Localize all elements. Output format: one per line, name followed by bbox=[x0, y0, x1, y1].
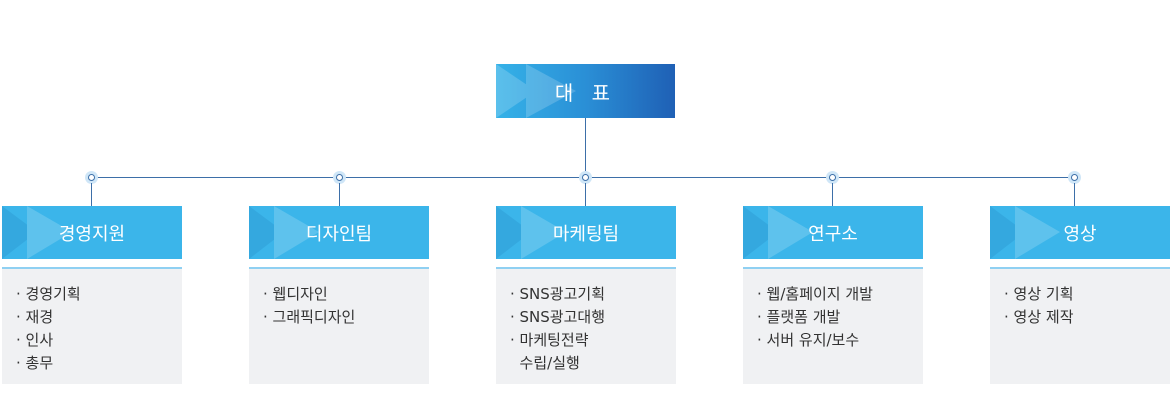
duty-item: · 마케팅전략 bbox=[510, 331, 589, 349]
duty-item: 수립/실행 bbox=[510, 354, 580, 372]
department-name: 디자인팀 bbox=[305, 223, 373, 245]
department-name: 마케팅팀 bbox=[552, 223, 620, 245]
department-name: 경영지원 bbox=[58, 223, 126, 245]
duty-item: · 영상 제작 bbox=[1004, 308, 1074, 326]
department-box: 영상 bbox=[990, 206, 1170, 259]
duty-item: · 서버 유지/보수 bbox=[757, 331, 860, 349]
decorative-triangles bbox=[496, 64, 576, 118]
duty-item: · 웹디자인 bbox=[263, 285, 328, 303]
dept-connector bbox=[339, 183, 340, 206]
connector-node-icon bbox=[1068, 171, 1081, 184]
department-name: 연구소 bbox=[808, 223, 858, 245]
department-duties: · SNS광고기획 · SNS광고대행 · 마케팅전략 수립/실행 bbox=[496, 267, 676, 384]
connector-node-icon bbox=[826, 171, 839, 184]
duty-item: · 재경 bbox=[16, 308, 54, 326]
duty-item: · 경영기획 bbox=[16, 285, 81, 303]
ceo-box: 대 표 bbox=[496, 64, 675, 118]
duty-item: · SNS광고대행 bbox=[510, 308, 606, 326]
connector-node-icon bbox=[333, 171, 346, 184]
ceo-title: 대 표 bbox=[554, 80, 617, 105]
duty-item: · 인사 bbox=[16, 331, 54, 349]
duty-item: · 웹/홈페이지 개발 bbox=[757, 285, 873, 303]
department-duties: · 영상 기획 · 영상 제작 bbox=[990, 267, 1170, 384]
dept-connector bbox=[585, 183, 586, 206]
department-box: 디자인팀 bbox=[249, 206, 429, 259]
duty-item: · 플랫폼 개발 bbox=[757, 308, 841, 326]
department-box: 연구소 bbox=[743, 206, 923, 259]
duty-item: · SNS광고기획 bbox=[510, 285, 606, 303]
department-duties: · 웹디자인 · 그래픽디자인 bbox=[249, 267, 429, 384]
department-name: 영상 bbox=[1063, 223, 1097, 245]
dept-connector bbox=[91, 183, 92, 206]
duty-item: · 그래픽디자인 bbox=[263, 308, 356, 326]
connector-node-icon bbox=[579, 171, 592, 184]
department-box: 마케팅팀 bbox=[496, 206, 676, 259]
department-duties: · 경영기획 · 재경 · 인사 · 총무 bbox=[2, 267, 182, 384]
department-box: 경영지원 bbox=[2, 206, 182, 259]
duty-item: · 영상 기획 bbox=[1004, 285, 1074, 303]
duty-item: · 총무 bbox=[16, 354, 54, 372]
dept-connector bbox=[832, 183, 833, 206]
dept-connector bbox=[1074, 183, 1075, 206]
connector-node-icon bbox=[85, 171, 98, 184]
department-duties: · 웹/홈페이지 개발 · 플랫폼 개발 · 서버 유지/보수 bbox=[743, 267, 923, 384]
ceo-connector bbox=[585, 118, 586, 178]
